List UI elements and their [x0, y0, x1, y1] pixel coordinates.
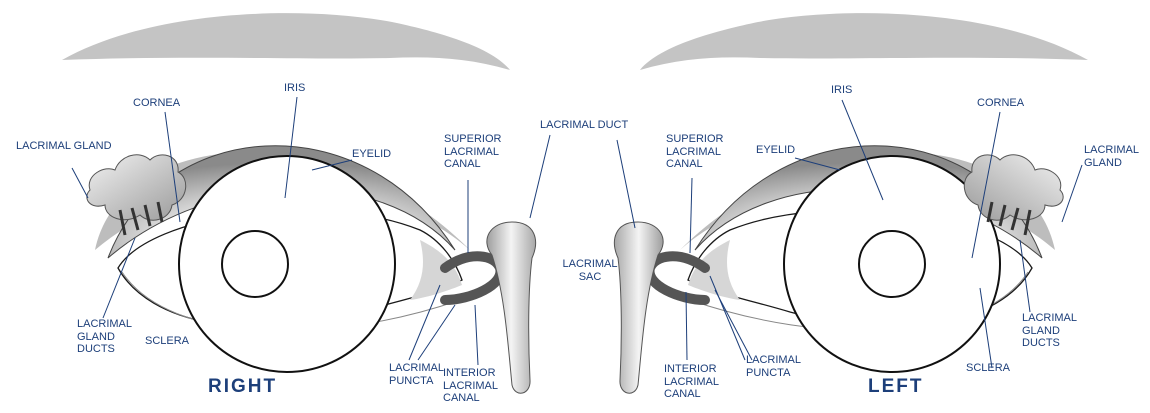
right-label-gland-ducts: LACRIMAL GLAND DUCTS [77, 318, 133, 356]
left-eyebrow [640, 13, 1088, 70]
right-pupil [222, 231, 288, 297]
right-label-lacrimal-gland: LACRIMAL GLAND [16, 140, 78, 153]
right-lacrimal-gland [87, 155, 186, 220]
right-eye-title: RIGHT [208, 376, 277, 398]
left-label-superior-canal: SUPERIOR LACRIMAL CANAL [666, 133, 736, 171]
left-label-gland-ducts: LACRIMAL GLAND DUCTS [1022, 312, 1078, 350]
left-label-puncta: LACRIMAL PUNCTA [746, 354, 804, 379]
left-label-lacrimal-sac: LACRIMAL SAC [555, 258, 625, 283]
left-lacrimal-gland [964, 155, 1063, 220]
right-label-iris: IRIS [284, 82, 305, 95]
right-label-eyelid: EYELID [352, 148, 391, 161]
left-pupil [859, 231, 925, 297]
left-eye-drawing [614, 13, 1088, 393]
left-eye-title: LEFT [868, 376, 924, 398]
left-label-sclera: SCLERA [966, 362, 1010, 375]
left-label-lacrimal-gland: LACRIMAL GLAND [1084, 144, 1146, 169]
right-label-puncta: LACRIMAL PUNCTA [389, 362, 447, 387]
right-label-lacrimal-duct: LACRIMAL DUCT [540, 119, 628, 132]
right-label-cornea: CORNEA [133, 97, 180, 110]
right-eyebrow [62, 13, 510, 70]
left-label-eyelid: EYELID [756, 144, 795, 157]
left-label-cornea: CORNEA [977, 97, 1024, 110]
right-label-sclera: SCLERA [145, 335, 189, 348]
left-lacrimal-sac [614, 222, 663, 393]
right-label-interior-canal: INTERIOR LACRIMAL CANAL [443, 367, 505, 405]
right-label-superior-canal: SUPERIOR LACRIMAL CANAL [444, 133, 512, 171]
right-eye-drawing [62, 13, 536, 393]
left-label-iris: IRIS [831, 84, 852, 97]
left-label-interior-canal: INTERIOR LACRIMAL CANAL [664, 363, 726, 401]
